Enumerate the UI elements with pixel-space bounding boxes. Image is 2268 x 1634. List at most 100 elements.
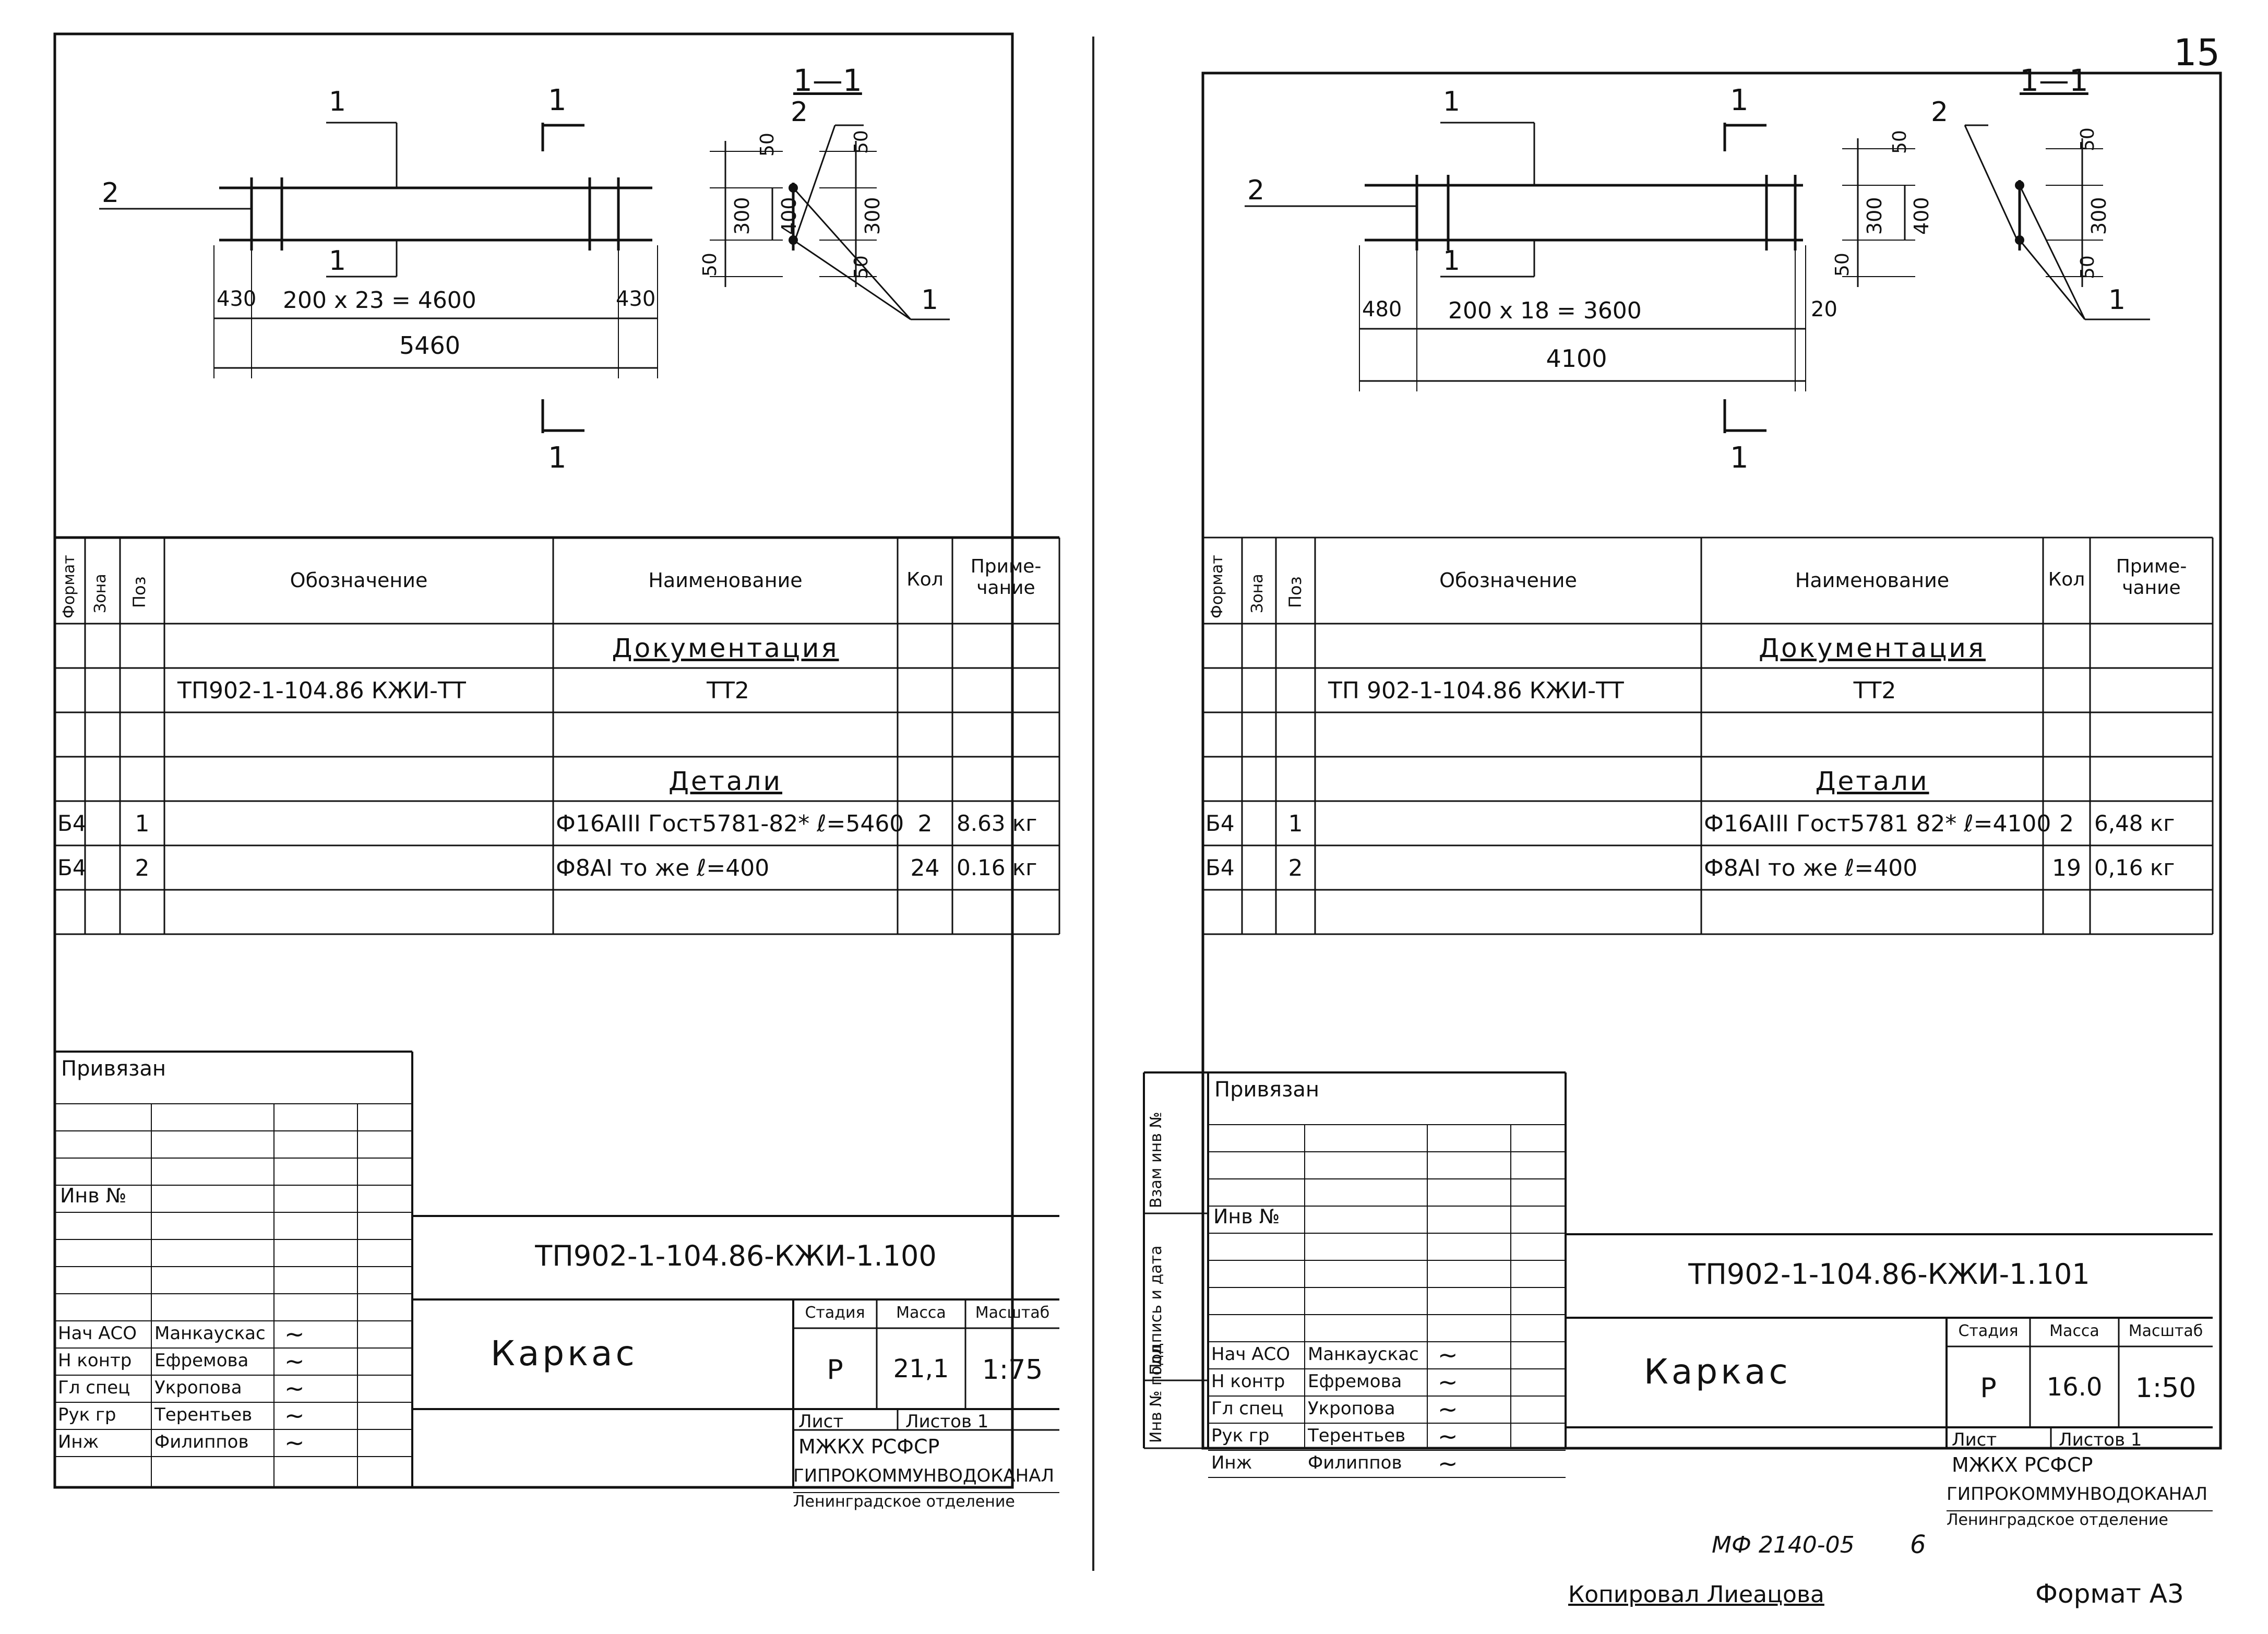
page-number: 15 bbox=[2174, 31, 2221, 74]
sec-dim-top: 50 bbox=[851, 130, 872, 154]
document-code: ТП902-1-104.86-КЖИ-1.100 bbox=[535, 1239, 937, 1272]
dim-gap-top: 50 bbox=[1889, 130, 1911, 154]
side-strip-label: Инв № подл bbox=[1147, 1345, 1165, 1443]
section-title: 1—1 bbox=[2020, 63, 2088, 98]
mass-value: 16.0 bbox=[2046, 1373, 2103, 1402]
callout-1: 1 bbox=[2108, 284, 2126, 316]
signer-name: Филиппов bbox=[1308, 1452, 1402, 1473]
stage-value: Р bbox=[1980, 1373, 1997, 1404]
spec-cell-format: Б4 bbox=[57, 855, 87, 880]
spec-header-zone: Зона bbox=[91, 574, 110, 613]
spec-cell-note: 6,48 кг bbox=[2094, 810, 2175, 836]
leader-line bbox=[792, 187, 912, 320]
leader-line bbox=[2019, 240, 2086, 320]
spec-cell-note: 0,16 кг bbox=[2094, 855, 2175, 880]
signature-mark: ~ bbox=[1438, 1449, 1458, 1477]
signature-mark: ~ bbox=[284, 1320, 305, 1348]
signer-role: Нач АСО bbox=[58, 1323, 137, 1344]
tied-label: Привязан bbox=[1214, 1078, 1320, 1102]
sheets-count: Листов 1 bbox=[2059, 1429, 2142, 1450]
format-label: Формат А3 bbox=[2035, 1579, 2184, 1609]
signer-name: Манкаускас bbox=[1308, 1344, 1419, 1365]
stage-value: Р bbox=[827, 1354, 843, 1386]
spec-cell-name: Ф16АIII Гост5781 82* ℓ=4100 bbox=[1704, 810, 2051, 837]
spec-cell-name: Ф16АIII Гост5781-82* ℓ=5460 bbox=[556, 810, 904, 837]
spec-cell-qty: 2 bbox=[2059, 810, 2074, 837]
spec-cell-name: Ф8АI то же ℓ=400 bbox=[556, 855, 770, 881]
spec-cell-format: Б4 bbox=[1205, 810, 1235, 836]
signature-mark: ~ bbox=[1438, 1341, 1458, 1369]
side-strip-label: Взам инв № bbox=[1147, 1112, 1165, 1208]
spec-cell-name: ТТ2 bbox=[707, 677, 749, 704]
sheets-count: Листов 1 bbox=[905, 1411, 989, 1432]
scale-label: Масштаб bbox=[975, 1304, 1050, 1322]
dim-left-end: 430 bbox=[217, 287, 257, 311]
inv-label: Инв № bbox=[1213, 1205, 1280, 1228]
leader-line bbox=[2019, 185, 2086, 320]
spec-header-pos: Поз bbox=[1285, 576, 1305, 608]
spec-header-qty: Кол bbox=[2048, 569, 2085, 590]
dim-outer: 400 bbox=[1910, 197, 1933, 235]
drawing-title: Каркас bbox=[491, 1333, 638, 1374]
spec-cell-pos: 1 bbox=[1288, 810, 1303, 837]
signer-role: Инж bbox=[58, 1432, 99, 1452]
spec-header-name: Наименование bbox=[1795, 569, 1950, 592]
sec-dim-inner: 300 bbox=[2087, 197, 2110, 235]
spec-cell-pos: 1 bbox=[135, 810, 150, 837]
spec-header-note: Приме-чание bbox=[2116, 556, 2187, 599]
spec-cell-qty: 19 bbox=[2052, 855, 2081, 881]
org-institute: ГИПРОКОММУНВОДОКАНАЛ bbox=[793, 1465, 1055, 1486]
signer-role: Гл спец bbox=[1211, 1398, 1284, 1419]
dim-gap-top: 50 bbox=[757, 133, 778, 157]
signer-name: Ефремова bbox=[154, 1350, 249, 1371]
spec-cell-pos: 2 bbox=[135, 855, 150, 881]
callout-2: 2 bbox=[1247, 175, 1265, 206]
signer-name: Ефремова bbox=[1308, 1371, 1402, 1392]
signer-name: Филиппов bbox=[154, 1432, 249, 1452]
spec-header-format: Формат bbox=[60, 555, 78, 618]
spec-cell-qty: 24 bbox=[910, 855, 940, 881]
spec-header-note: Приме-чание bbox=[970, 556, 1042, 599]
signer-role: Нач АСО bbox=[1211, 1344, 1291, 1365]
dim-overall: 5460 bbox=[399, 331, 461, 360]
section-title: 1—1 bbox=[793, 63, 862, 98]
signature-mark: ~ bbox=[1438, 1422, 1458, 1450]
leader-line bbox=[1964, 125, 2021, 246]
section-mark-label: 1 bbox=[548, 84, 567, 117]
scale-value: 1:75 bbox=[982, 1354, 1043, 1386]
callout-1: 1 bbox=[329, 245, 347, 277]
sheet-label: Лист bbox=[1952, 1429, 1997, 1450]
mass-label: Масса bbox=[2049, 1322, 2099, 1340]
callout-1: 1 bbox=[1443, 245, 1461, 277]
scale-label: Масштаб bbox=[2128, 1322, 2203, 1340]
spec-cell-designation: ТП 902-1-104.86 КЖИ-ТТ bbox=[1328, 677, 1624, 704]
dim-outer: 400 bbox=[778, 197, 801, 235]
spec-section-heading: Детали bbox=[668, 766, 783, 796]
spec-header-pos: Поз bbox=[129, 576, 149, 608]
org-ministry: МЖКХ РСФСР bbox=[1952, 1453, 2093, 1476]
spec-header-designation: Обозначение bbox=[290, 569, 428, 592]
callout-1: 1 bbox=[921, 284, 939, 316]
dim-spacing: 200 x 23 = 4600 bbox=[283, 287, 476, 314]
spec-cell-note: 0.16 кг bbox=[957, 855, 1037, 880]
dim-inner: 300 bbox=[731, 197, 754, 235]
signer-name: Манкаускас bbox=[154, 1323, 266, 1344]
sec-dim-top: 50 bbox=[2077, 127, 2098, 151]
copied-by: Копировал Лиеацова bbox=[1568, 1581, 1824, 1608]
org-institute: ГИПРОКОММУНВОДОКАНАЛ bbox=[1947, 1484, 2208, 1505]
drawing-title: Каркас bbox=[1644, 1352, 1791, 1392]
dim-spacing: 200 x 18 = 3600 bbox=[1448, 297, 1642, 324]
spec-header-name: Наименование bbox=[648, 569, 803, 592]
section-mark-label: 1 bbox=[1730, 84, 1749, 117]
stage-label: Стадия bbox=[805, 1304, 865, 1322]
spec-cell-name: Ф8АI то же ℓ=400 bbox=[1704, 855, 1918, 881]
spec-cell-format: Б4 bbox=[1205, 855, 1235, 880]
spec-header-format: Формат bbox=[1208, 555, 1226, 618]
spec-cell-qty: 2 bbox=[917, 810, 933, 837]
spec-cell-note: 8.63 кг bbox=[957, 810, 1037, 836]
dim-gap-bottom: 50 bbox=[1832, 253, 1853, 277]
spec-header-designation: Обозначение bbox=[1439, 569, 1577, 592]
section-mark-label: 1 bbox=[548, 441, 567, 475]
